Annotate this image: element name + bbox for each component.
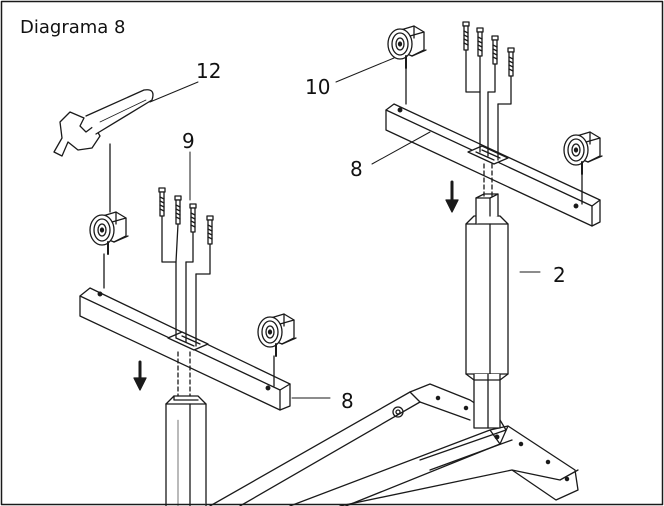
wrench-icon (53, 89, 154, 213)
caster-wheel-icon-left (89, 211, 129, 289)
bolt-icon-group-right (462, 21, 515, 197)
callout-leg: 2 (553, 263, 566, 287)
callout-bolts: 9 (182, 129, 195, 153)
caster-wheel-icon-right (563, 131, 603, 205)
callout-crossbar-right: 8 (350, 157, 363, 181)
base-frame (209, 383, 579, 506)
left-leg-column (165, 395, 207, 506)
callout-wrench: 12 (196, 59, 222, 83)
right-leg-column (465, 193, 509, 429)
crossbar-left (79, 287, 291, 411)
callout-leaders (149, 57, 541, 399)
bolt-icon-group-left (158, 187, 214, 397)
diagram-title: Diagrama 8 (20, 17, 126, 38)
crossbar-right (385, 103, 601, 227)
down-arrow-icon-left (133, 360, 147, 391)
caster-wheel-icon-top-right (387, 25, 427, 105)
callout-caster: 10 (305, 75, 331, 99)
callout-crossbar-left: 8 (341, 389, 354, 413)
caster-wheel-icon-bottom-left (257, 313, 297, 387)
down-arrow-icon-right (445, 180, 459, 213)
